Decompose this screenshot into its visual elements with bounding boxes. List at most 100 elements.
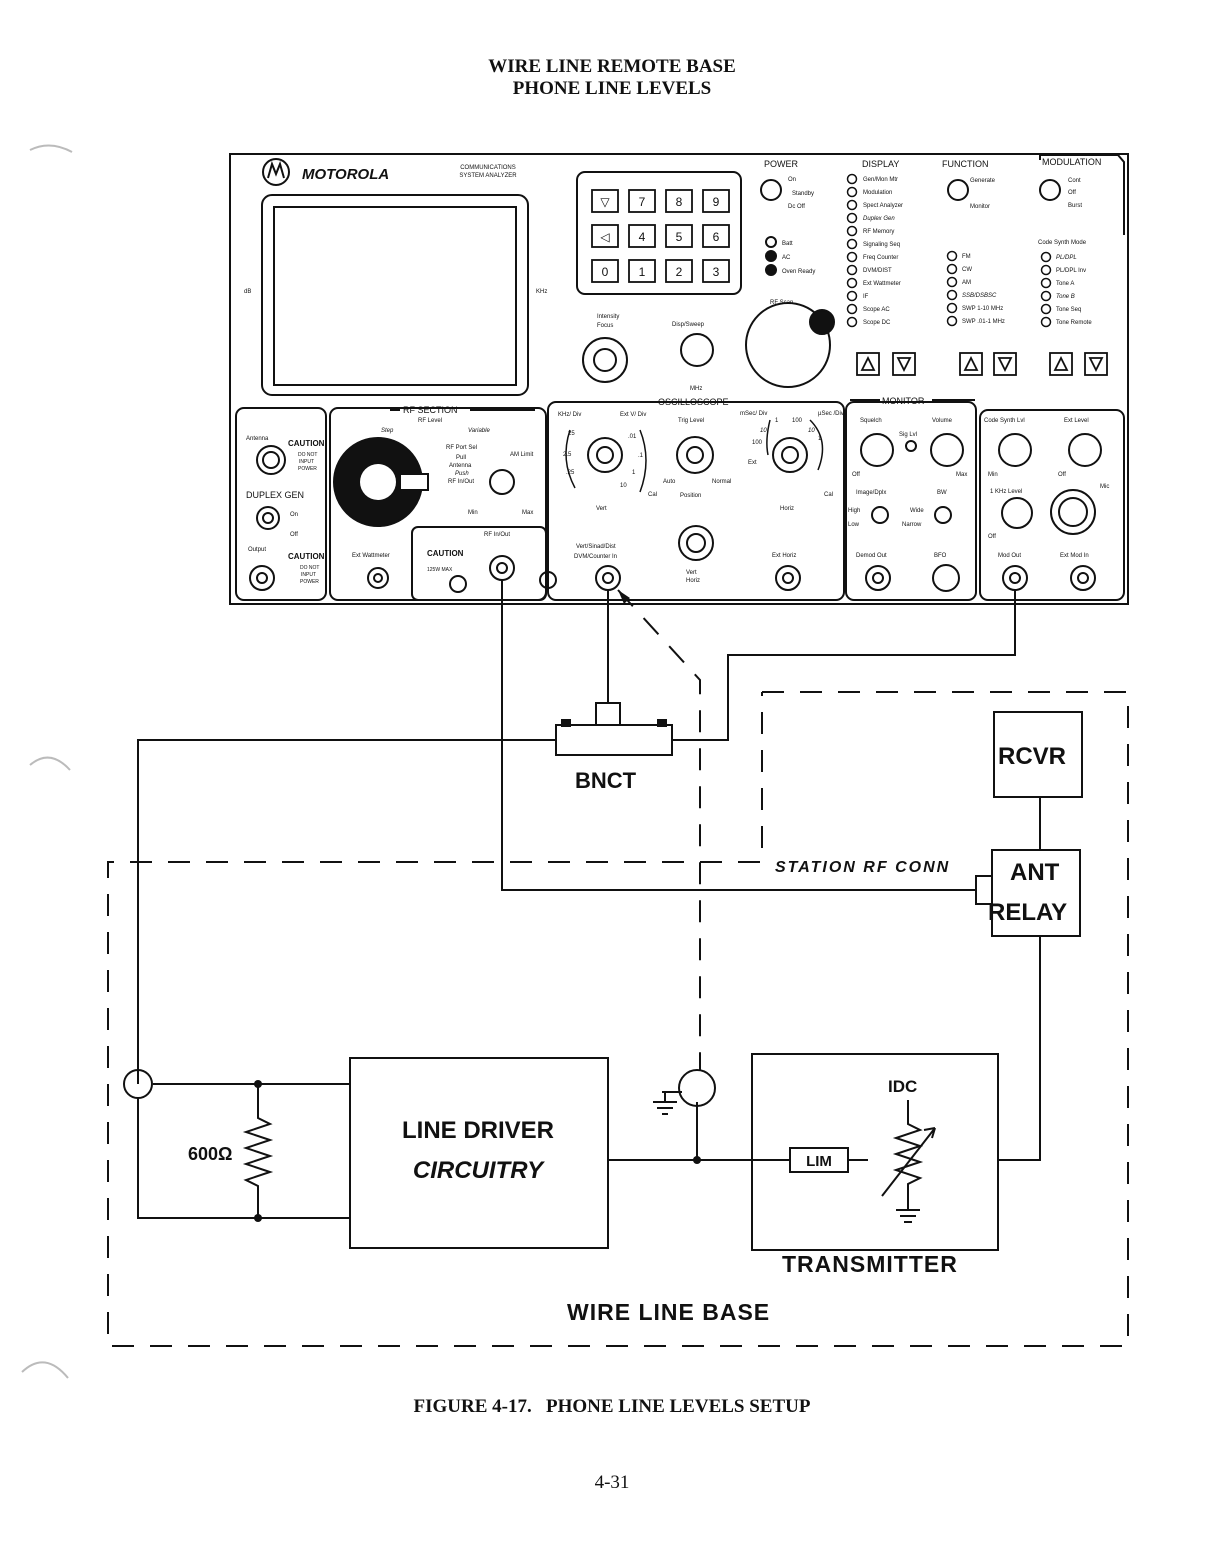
- modulation-title: MODULATION: [1042, 157, 1101, 167]
- function-generate: Generate: [970, 178, 996, 184]
- resistor-600-ohm: [242, 1084, 274, 1218]
- test-point: [678, 1069, 716, 1107]
- modulation-out-panel: [979, 409, 1125, 601]
- intensity-label: Intensity: [597, 314, 619, 320]
- monitor-squelch: Squelch: [860, 418, 882, 424]
- display-item: Freq Counter: [863, 255, 898, 261]
- figure-caption: FIGURE 4-17. PHONE LINE LEVELS SETUP: [413, 1396, 811, 1417]
- display-item: IF: [863, 294, 869, 300]
- monitor-wide: Wide: [910, 508, 924, 514]
- disp-sweep-label: Disp/Sweep: [672, 322, 705, 328]
- monitor-demod-out: Demod Out: [856, 553, 887, 559]
- monitor-image-dplx: Image/Dplx: [856, 490, 886, 496]
- punch-marks: [21, 144, 73, 1379]
- idc-potentiometer: [892, 1100, 924, 1210]
- product-line-1: COMMUNICATIONS: [460, 165, 516, 171]
- rf-min-label: Min: [468, 510, 478, 516]
- scope-scale-label: 1: [632, 470, 636, 476]
- monitor-title: MONITOR: [882, 396, 925, 406]
- scope-scale-label: 25: [568, 431, 575, 437]
- analyzer-front-panel: [229, 153, 1129, 605]
- page-number: 4-31: [594, 1472, 630, 1493]
- rf-in-out-connector: [489, 555, 515, 581]
- scope-sel-horiz: Horiz: [686, 578, 700, 584]
- disp-sweep-knob: [680, 333, 714, 367]
- rf-level-label: RF Level: [418, 418, 442, 424]
- ext-wattmeter-label: Ext Wattmeter: [352, 553, 390, 559]
- modulation-item: Tone Remote: [1056, 320, 1092, 326]
- function-switch-icon: [947, 179, 969, 201]
- khz-level: 1 KHz Level: [990, 489, 1022, 495]
- right-off: Off: [1058, 472, 1066, 478]
- display-item: Signaling Seq: [863, 242, 900, 248]
- rf-variable-label: Variable: [468, 428, 490, 434]
- rf-max-label: Max: [522, 510, 533, 516]
- display-item: Spect Analyzer: [863, 203, 903, 209]
- bnct-label: BNCT: [575, 768, 637, 793]
- function-item: AM: [962, 280, 971, 286]
- caution-text: POWER: [300, 579, 319, 585]
- monitor-bw: BW: [937, 490, 947, 496]
- right-off-2: Off: [988, 534, 996, 540]
- display-item: Scope DC: [863, 320, 891, 326]
- station-rf-conn-label: STATION RF CONN: [775, 859, 950, 876]
- document-title: WIRE LINE REMOTE BASE PHONE LINE LEVELS: [0, 56, 1224, 100]
- scope-ext-v-div: Ext V/ Div: [620, 412, 646, 418]
- scope-scale-label: 100: [752, 440, 763, 446]
- display-item: Gen/Mon Mtr: [863, 177, 898, 183]
- modulation-burst: Burst: [1068, 203, 1082, 209]
- display-item: DVM/DIST: [863, 268, 892, 274]
- wire-line-base-label: WIRE LINE BASE: [567, 1299, 770, 1325]
- function-item: FM: [962, 254, 971, 260]
- rf-in-out-bottom-label: RF In/Out: [484, 532, 510, 538]
- power-standby: Standby: [792, 191, 814, 197]
- rf-port-sel-label: RF Port Sel: [446, 445, 477, 451]
- rcvr-box: [993, 711, 1083, 798]
- screen-khz-label: KHz: [536, 289, 547, 295]
- focus-label: Focus: [597, 323, 613, 329]
- power-oven-ready: Oven Ready: [782, 269, 815, 275]
- display-title: DISPLAY: [862, 159, 899, 169]
- mic-label: Mic: [1100, 484, 1109, 490]
- mod-out-cable: [672, 590, 1016, 741]
- crt-screen: [273, 206, 517, 386]
- modulation-cont: Cont: [1068, 178, 1081, 184]
- scope-scale-label: .01: [628, 434, 637, 440]
- intensity-knob: [582, 337, 628, 383]
- display-item: RF Memory: [863, 229, 894, 235]
- key-1: 7: [639, 195, 646, 209]
- modulation-item: Tone B: [1056, 294, 1075, 300]
- panel-outline: [229, 153, 1129, 605]
- line-terminal: [123, 1069, 153, 1099]
- probe-lead: [617, 589, 701, 1070]
- keypad-frame: [576, 171, 742, 295]
- code-synth-lvl: Code Synth Lvl: [984, 418, 1025, 424]
- screen-db-label: dB: [244, 289, 251, 295]
- scope-cal-right: Cal: [824, 492, 833, 498]
- key-9: 1: [639, 265, 646, 279]
- mod-out-label: Mod Out: [998, 553, 1021, 559]
- rf-scan-knob: [809, 309, 835, 335]
- lim-label: LIM: [806, 1153, 832, 1170]
- right-min: Min: [988, 472, 998, 478]
- rf-step-label: Step: [381, 428, 394, 434]
- scope-khz-div: KHz/ Div: [558, 412, 581, 418]
- scope-scale-label: 10: [808, 428, 815, 434]
- function-monitor: Monitor: [970, 204, 990, 210]
- duplex-gen-title: DUPLEX GEN: [246, 490, 304, 500]
- scope-scale-label: .1: [638, 453, 644, 459]
- monitor-bfo: BFO: [934, 553, 947, 559]
- ground-icon: [653, 1091, 682, 1115]
- scope-position: Position: [680, 493, 701, 499]
- caution-box-rating: 125W MAX: [427, 567, 453, 573]
- ext-level: Ext Level: [1064, 418, 1089, 424]
- key-5: 4: [639, 230, 646, 244]
- scope-scale-label: 2.5: [563, 452, 572, 458]
- bnct-connector: [555, 702, 673, 756]
- ant-relay-label-1: ANT: [1010, 859, 1060, 886]
- scope-vert: Vert: [596, 506, 607, 512]
- scope-scale-label: .25: [566, 470, 575, 476]
- rf-antenna-label: Antenna: [449, 463, 472, 469]
- key-11: 3: [713, 265, 720, 279]
